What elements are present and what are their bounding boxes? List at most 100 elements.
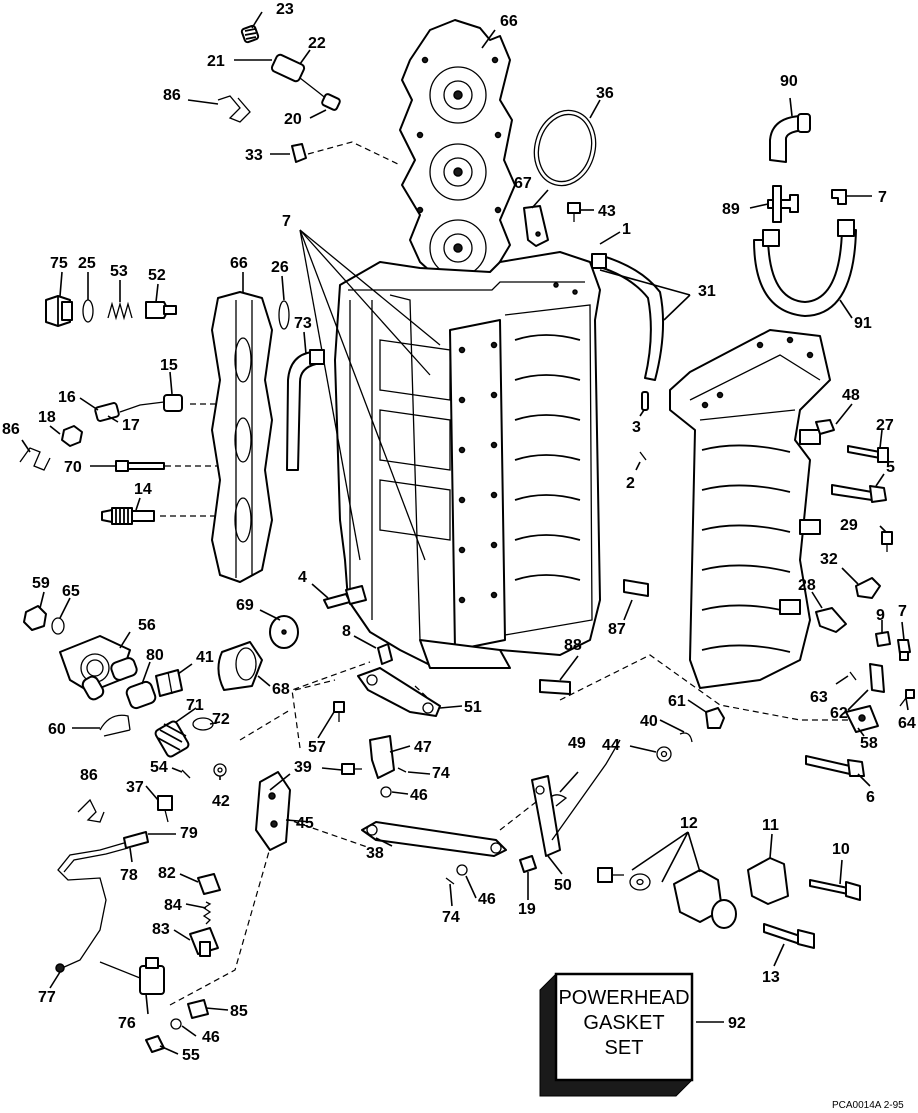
part-15-16-17-sensor [94, 394, 183, 422]
part-71-filter [154, 720, 190, 758]
leader-lines [21, 11, 909, 1055]
part-11-cover [747, 857, 789, 905]
label-9: 9 [876, 607, 885, 624]
label-50: 50 [554, 877, 572, 894]
label-25: 25 [78, 255, 96, 272]
label-39: 39 [294, 759, 312, 776]
label-84: 84 [164, 897, 182, 914]
part-47-cam [369, 735, 395, 779]
label-19: 19 [518, 901, 536, 918]
label-57: 57 [308, 739, 326, 756]
part-86-clip-top [217, 95, 251, 123]
part-41-clamp [155, 669, 183, 697]
part-74-pin-lower [445, 877, 455, 885]
part-51-lever [357, 667, 441, 717]
part-7-fitting-right [897, 639, 911, 661]
part-9-nut [875, 631, 891, 647]
part-6-bolt [805, 755, 865, 777]
part-32-bracket [855, 577, 881, 599]
label-2: 2 [626, 475, 635, 492]
label-65: 65 [62, 583, 80, 600]
label-74-upper: 74 [432, 765, 450, 782]
label-16: 16 [58, 389, 76, 406]
label-69: 69 [236, 597, 254, 614]
label-60: 60 [48, 721, 66, 738]
part-number-labels: 23 66 22 21 86 20 36 90 33 67 43 7 89 7 … [2, 1, 916, 1064]
part-86-clip-left [19, 447, 51, 471]
part-42-washer [213, 763, 227, 777]
label-90: 90 [780, 73, 798, 90]
label-87: 87 [608, 621, 626, 638]
part-75-plug [45, 295, 73, 327]
part-65-washer [51, 617, 65, 635]
part-64-screw [899, 689, 915, 707]
assembly-dashed-lines [160, 141, 855, 1006]
label-83: 83 [152, 921, 170, 938]
part-12-washer [629, 873, 651, 891]
part-50-rod [531, 739, 621, 857]
label-85: 85 [230, 1003, 248, 1020]
part-87-block [623, 579, 649, 597]
part-53-spring [107, 301, 133, 321]
label-31: 31 [698, 283, 716, 300]
part-74-pin-upper [397, 767, 407, 773]
label-23: 23 [276, 1, 294, 18]
label-64: 64 [898, 715, 916, 732]
label-29: 29 [840, 517, 858, 534]
box-line-3: SET [605, 1037, 644, 1059]
label-89: 89 [722, 201, 740, 218]
label-10: 10 [832, 841, 850, 858]
part-67-bracket [523, 205, 549, 247]
part-56-cover [59, 635, 138, 701]
label-8: 8 [342, 623, 351, 640]
label-78: 78 [120, 867, 138, 884]
label-67: 67 [514, 175, 532, 192]
part-84-spring [202, 901, 212, 925]
part-46-washer-upper [380, 786, 392, 798]
part-4-bolt [323, 585, 367, 609]
label-66-top: 66 [500, 13, 518, 30]
part-76-valve [99, 957, 165, 995]
part-46-washer-lower [170, 1018, 182, 1030]
label-55: 55 [182, 1047, 200, 1064]
part-38-link [361, 821, 507, 857]
label-14: 14 [134, 481, 152, 498]
label-32: 32 [820, 551, 838, 568]
gasket-set-box: POWERHEAD GASKET SET [539, 972, 694, 1097]
label-76: 76 [118, 1015, 136, 1032]
part-5-bolt [831, 484, 887, 503]
label-86-left: 86 [2, 421, 20, 438]
label-79: 79 [180, 825, 198, 842]
box-line-1: POWERHEAD [558, 987, 689, 1009]
label-20: 20 [284, 111, 302, 128]
part-46-washer-mid [456, 864, 468, 876]
elbow-7-top [831, 189, 847, 205]
label-12: 12 [680, 815, 698, 832]
label-47: 47 [414, 739, 432, 756]
o-ring-26 [278, 300, 290, 330]
hose-73 [286, 349, 325, 471]
label-46-lower: 46 [202, 1029, 220, 1046]
part-22-sensor [270, 53, 341, 111]
label-43: 43 [598, 203, 616, 220]
part-60-clamp [99, 714, 131, 737]
part-85-fitting [187, 999, 209, 1019]
part-33-fitting [291, 143, 307, 163]
label-26: 26 [271, 259, 289, 276]
part-29-screw [881, 531, 893, 552]
label-27: 27 [876, 417, 894, 434]
label-3: 3 [632, 419, 641, 436]
part-12-screw [597, 867, 624, 883]
hose-91 [753, 219, 857, 317]
part-2-pin [639, 451, 647, 461]
part-23-cap [240, 24, 260, 44]
label-82: 82 [158, 865, 176, 882]
manifold-right [669, 329, 831, 689]
label-58: 58 [860, 735, 878, 752]
label-91: 91 [854, 315, 872, 332]
part-59-nut [23, 605, 47, 631]
label-74-lower: 74 [442, 909, 460, 926]
part-12-mount [673, 869, 737, 929]
part-10-bolt [809, 879, 861, 901]
